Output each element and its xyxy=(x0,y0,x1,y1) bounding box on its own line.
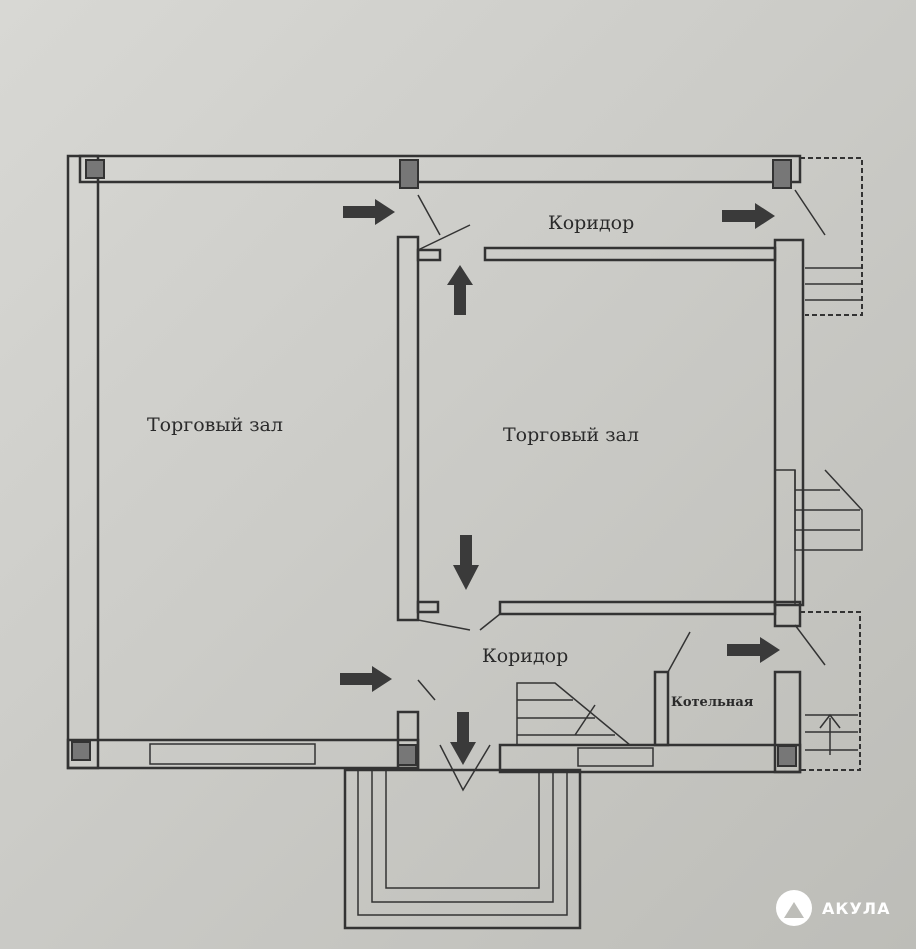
arrow-down-icon xyxy=(450,712,476,765)
window xyxy=(149,743,316,765)
annex-top xyxy=(800,157,863,316)
watermark-text: АКУЛА xyxy=(822,898,891,918)
stairs xyxy=(516,267,863,755)
room-label-boiler-room: Котельная xyxy=(671,695,754,710)
corridor-wall xyxy=(483,246,777,262)
column xyxy=(397,744,417,766)
left-wall xyxy=(66,154,100,770)
column xyxy=(772,159,792,189)
room-label-sales-hall-left: Торговый зал xyxy=(147,414,283,436)
top-wall xyxy=(78,154,802,184)
interior-wall xyxy=(396,235,420,622)
room-label-sales-hall-center: Торговый зал xyxy=(503,424,639,446)
porch xyxy=(343,768,582,930)
wall-stub xyxy=(416,600,440,614)
arrow-down-icon xyxy=(453,535,479,590)
boiler-wall xyxy=(653,670,670,747)
room-label-corridor-top: Коридор xyxy=(548,212,635,234)
wall-stub xyxy=(396,710,420,770)
column xyxy=(777,745,797,767)
column xyxy=(85,159,105,179)
room-label-corridor-bottom: Коридор xyxy=(482,645,569,667)
wall-stub xyxy=(773,600,802,628)
bottom-right-wall xyxy=(498,743,802,774)
column xyxy=(71,741,91,761)
lower-corridor-wall xyxy=(498,600,777,616)
window xyxy=(577,747,654,767)
wall-stub xyxy=(416,248,442,262)
shark-logo-icon xyxy=(776,890,812,926)
arrow-right-icon xyxy=(727,637,780,663)
arrow-up-icon xyxy=(447,265,473,315)
watermark: АКУЛА xyxy=(776,890,890,926)
doors xyxy=(417,189,826,792)
arrow-right-icon xyxy=(343,199,395,225)
annex-bottom xyxy=(800,611,861,771)
arrow-right-icon xyxy=(340,666,392,692)
boiler-wall xyxy=(773,670,802,774)
column xyxy=(399,159,419,189)
arrow-right-icon xyxy=(722,203,775,229)
window xyxy=(774,469,796,606)
